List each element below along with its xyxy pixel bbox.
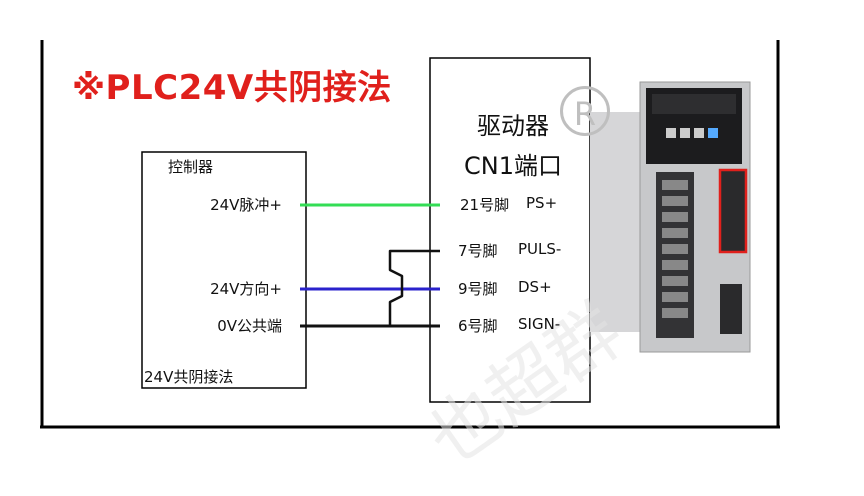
controller-pin-common: 0V公共端 xyxy=(217,317,282,335)
driver-pin-7-num: 7号脚 xyxy=(458,242,498,260)
driver-pin-6-num: 6号脚 xyxy=(458,317,498,335)
driver-photo xyxy=(590,81,751,353)
driver-pin-9-num: 9号脚 xyxy=(458,280,498,298)
driver-pin-9-name: DS+ xyxy=(518,278,552,296)
controller-pin-direction: 24V方向+ xyxy=(210,280,282,298)
controller-title: 控制器 xyxy=(168,158,214,176)
jumper-wire xyxy=(388,249,440,326)
controller-pin-pulse: 24V脉冲+ xyxy=(210,196,282,214)
driver-pin-7-name: PULS- xyxy=(518,240,562,258)
driver-pin-6-name: SIGN- xyxy=(518,315,561,333)
controller-footer: 24V共阴接法 xyxy=(144,368,234,386)
driver-title: 驱动器 xyxy=(477,112,549,140)
driver-pin-21-num: 21号脚 xyxy=(460,196,510,214)
driver-pin-21-name: PS+ xyxy=(526,194,558,212)
diagram-title: ※PLC24V共阴接法 xyxy=(72,68,392,108)
registered-mark: R xyxy=(560,86,610,136)
controller-box xyxy=(141,151,307,389)
driver-port-title: CN1端口 xyxy=(464,152,562,180)
